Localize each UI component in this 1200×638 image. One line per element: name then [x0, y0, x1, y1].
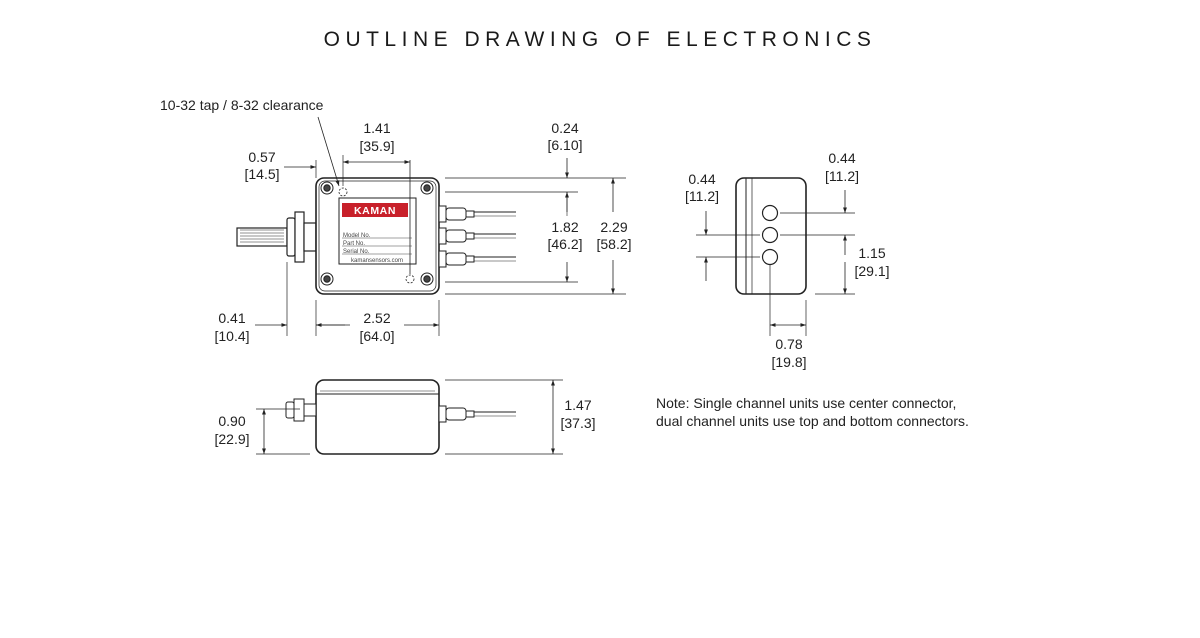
dim-span-mm: [29.1]: [854, 263, 889, 279]
front-view: KAMAN Model No. Part No. Serial No. kama…: [160, 97, 632, 344]
dim-depth-inch: 0.78: [775, 336, 802, 352]
bottom-connector: [438, 405, 516, 423]
dim-bottom-depth-mm: [37.3]: [560, 415, 595, 431]
label-model-line: Model No.: [343, 233, 371, 239]
dim-shaft-length-mm: [10.4]: [214, 328, 249, 344]
dim-left-offset-inch: 0.57: [248, 149, 275, 165]
connector-note: Note: Single channel units use center co…: [656, 394, 969, 430]
dim-depth-mm: [19.8]: [771, 354, 806, 370]
dim-width-mm: [64.0]: [359, 328, 394, 344]
dim-shaft-height-inch: 0.90: [218, 413, 245, 429]
dim-left-offset-mm: [14.5]: [244, 166, 279, 182]
dim-hole-spacing-mm: [35.9]: [359, 138, 394, 154]
page-title: OUTLINE DRAWING OF ELECTRONICS: [323, 28, 877, 51]
dim-width-inch: 2.52: [363, 310, 390, 326]
dim-connector-offset-mm: [6.10]: [547, 137, 582, 153]
label-brand: KAMAN: [354, 205, 396, 217]
dim-connector-spacing-inch: 1.82: [551, 219, 578, 235]
dim-pitch-bottom-inch: 0.44: [828, 150, 855, 166]
side-connector-top: [761, 204, 779, 222]
dim-shaft-length-inch: 0.41: [218, 310, 245, 326]
side-connector-center: [761, 226, 779, 244]
shaft-connector: [236, 211, 317, 263]
label-website: kamansensors.com: [351, 258, 403, 264]
dim-bottom-depth-inch: 1.47: [564, 397, 591, 413]
label-part-line: Part No.: [343, 241, 365, 247]
tap-hole: [405, 274, 415, 284]
dim-connector-offset-inch: 0.24: [551, 120, 578, 136]
label-serial-line: Serial No.: [343, 249, 370, 255]
bottom-view: 0.90 [22.9] 1.47 [37.3]: [214, 379, 596, 455]
dim-pitch-bottom-mm: [11.2]: [825, 168, 859, 184]
dim-shaft-height-mm: [22.9]: [214, 431, 249, 447]
dim-hole-spacing-inch: 1.41: [363, 120, 390, 136]
output-connector: [438, 205, 516, 268]
dim-pitch-top-inch: 0.44: [688, 171, 715, 187]
tap-hole: [338, 187, 348, 197]
note-line-1: Note: Single channel units use center co…: [656, 395, 957, 411]
dim-height-mm: [58.2]: [596, 236, 631, 252]
side-view: 0.44 [11.2] 0.44 [11.2] 1.15 [29.1] 0.78…: [685, 150, 890, 370]
side-connector-bottom: [761, 248, 779, 266]
mounting-screw: [320, 181, 434, 286]
dim-span-inch: 1.15: [858, 245, 885, 261]
hole-callout: 10-32 tap / 8-32 clearance: [160, 97, 324, 113]
dim-pitch-top-mm: [11.2]: [685, 188, 719, 204]
bottom-shaft: [285, 398, 317, 422]
dim-connector-spacing-mm: [46.2]: [547, 236, 582, 252]
note-line-2: dual channel units use top and bottom co…: [656, 413, 969, 429]
product-label: KAMAN Model No. Part No. Serial No. kama…: [338, 197, 417, 265]
dim-height-inch: 2.29: [600, 219, 627, 235]
